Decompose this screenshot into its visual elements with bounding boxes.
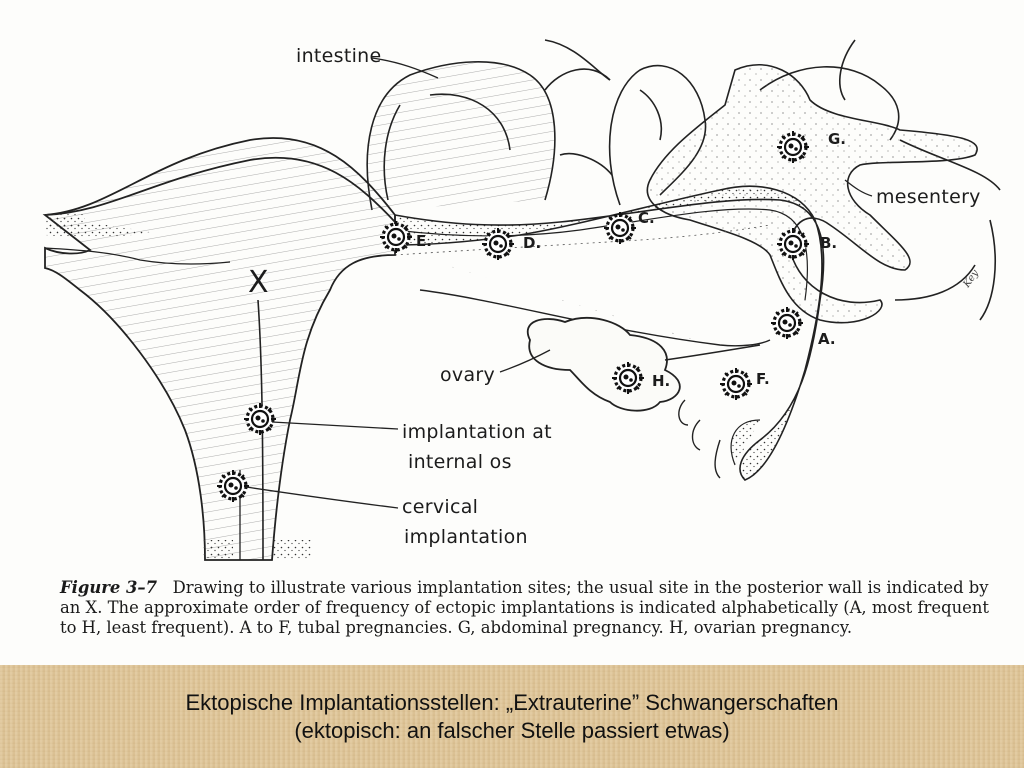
label-ovary: ovary [440, 364, 495, 386]
site-label-c: C. [638, 209, 655, 227]
fallopian-tube [394, 185, 825, 481]
label-implantation-line2: internal os [408, 451, 512, 473]
label-mesentery: mesentery [876, 186, 981, 208]
slide-title-banner: Ektopische Implantationsstellen: „Extrau… [0, 665, 1024, 768]
site-label-a: A. [818, 330, 836, 348]
site-label-g: G. [828, 130, 846, 148]
caption-text: Drawing to illustrate various implantati… [60, 578, 989, 637]
uterus-drawing [42, 137, 396, 561]
diagram-svg: intestine mesentery ovary implantation a… [42, 39, 1001, 561]
site-label-e: E. [416, 232, 432, 250]
label-implantation-line1: implantation at [402, 421, 552, 443]
site-mark-a [769, 305, 805, 341]
site-label-h: H. [652, 372, 670, 390]
label-cervical-line1: cervical [402, 496, 478, 518]
figure-caption: Figure 3–7 Drawing to illustrate various… [60, 578, 1010, 638]
site-label-d: D. [523, 234, 541, 252]
label-intestine: intestine [296, 45, 382, 67]
figure-number: Figure 3–7 [60, 578, 158, 597]
leader-lines [245, 57, 873, 509]
mesentery-drawing [394, 64, 978, 350]
site-label-b: B. [820, 234, 837, 252]
ovary-drawing [527, 317, 761, 412]
intestine-drawing [366, 39, 1001, 321]
site-label-f: F. [756, 370, 770, 388]
label-usual-site-x: X [248, 265, 269, 300]
site-mark-f [718, 366, 754, 402]
banner-line-1: Ektopische Implantationsstellen: „Extrau… [185, 689, 839, 715]
banner-line-2: (ektopisch: an falscher Stelle passiert … [294, 717, 730, 743]
artist-signature: Key [961, 268, 982, 291]
anatomical-diagram: intestine mesentery ovary implantation a… [42, 39, 1010, 638]
label-cervical-line2: implantation [404, 526, 528, 548]
